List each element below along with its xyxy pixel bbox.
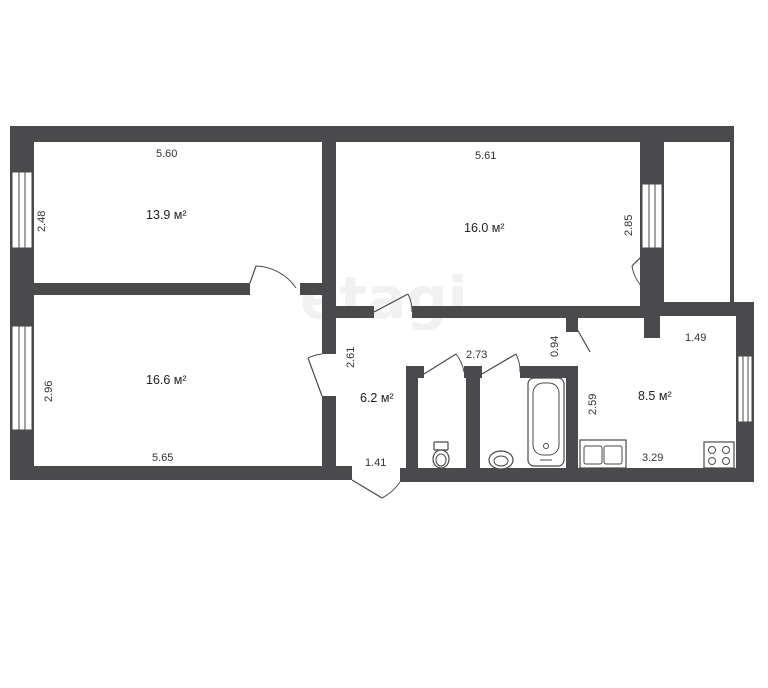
doors (249, 253, 649, 499)
washbasin-icon (488, 450, 514, 470)
dim-bathroom-width: 2.73 (466, 349, 487, 361)
room-area-hallway: 6.2 м² (360, 391, 394, 405)
room-area-bedroom-bottom-left: 16.6 м² (146, 373, 187, 387)
dim-top-middle-height: 2.85 (623, 215, 635, 236)
fixtures (432, 377, 735, 470)
dim-corridor-small: 0.94 (549, 336, 561, 357)
bathtub-icon (527, 377, 565, 467)
dim-kitchen-top: 1.49 (685, 332, 706, 344)
dim-hallway-height: 2.61 (345, 347, 357, 368)
dim-top-left-height: 2.48 (36, 211, 48, 232)
windows (11, 171, 753, 431)
dim-bottom-left-width: 5.65 (152, 452, 173, 464)
dim-top-middle-width: 5.61 (475, 150, 496, 162)
dim-bottom-left-height: 2.96 (43, 381, 55, 402)
room-area-kitchen: 8.5 м² (638, 389, 672, 403)
dim-hallway-width: 1.41 (365, 457, 386, 469)
room-areas: 13.9 м² 16.0 м² 16.6 м² 6.2 м² 8.5 м² (146, 208, 672, 405)
dimensions: 5.60 2.48 5.61 2.85 2.96 5.65 2.61 1.41 … (36, 148, 706, 469)
room-area-bedroom-top-left: 13.9 м² (146, 208, 187, 222)
dim-kitchen-height: 2.59 (587, 394, 599, 415)
dim-top-left-width: 5.60 (156, 148, 177, 160)
kitchen-sink-icon (579, 439, 627, 469)
dim-kitchen-width: 3.29 (642, 452, 663, 464)
room-area-living-room: 16.0 м² (464, 221, 505, 235)
toilet-icon (432, 441, 450, 469)
stove-icon (703, 441, 735, 469)
